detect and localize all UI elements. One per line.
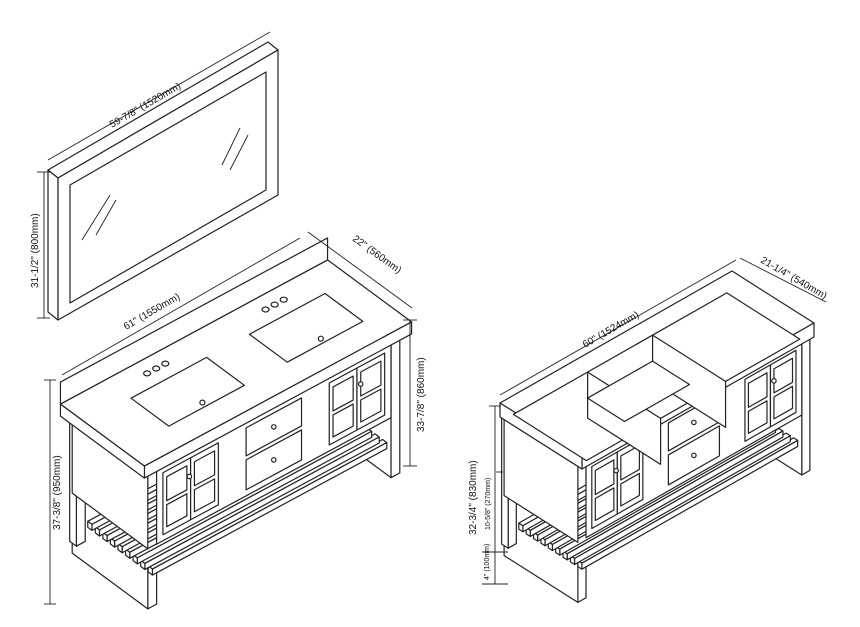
dimension-line	[61, 237, 301, 376]
dimension-line	[307, 231, 413, 309]
vanity-cabinet-drawer-knob-icon	[691, 452, 697, 459]
vanity-cabinet-door-panel	[620, 472, 640, 507]
dimension-line	[739, 257, 827, 303]
mirror-frame-side	[47, 169, 59, 321]
vanity-with-top-faucet-hole-icon	[279, 296, 288, 303]
overall-height-label: 37-3/8" (950mm)	[52, 455, 63, 530]
vanity-with-top-door-panel	[332, 403, 354, 438]
mirror-height-label: 31-1/2" (800mm)	[30, 213, 41, 288]
vanity-with-top-faucet-hole-icon	[270, 301, 279, 308]
vanity-with-top-shelf-slat-side	[117, 543, 123, 554]
vanity-with-top-faucet-hole-icon	[161, 360, 170, 367]
vanity-with-top-door-panel	[193, 450, 216, 487]
vanity-with-top-door-panel	[166, 493, 188, 528]
vanity-with-top-faucet-hole-icon	[152, 365, 161, 372]
mirror-reflection-line	[81, 194, 111, 241]
vanity-with-top-door-panel	[360, 388, 382, 423]
vanity-with-top-door-panel	[332, 375, 354, 412]
vanity-with-top-shelf-slat-side	[132, 554, 138, 565]
vanity-with-top-sink-basin	[130, 356, 245, 427]
vanity-cabinet-door-panel	[594, 459, 615, 496]
vanity-cabinet-shelf-slat-side	[518, 522, 524, 533]
vanity-with-top-door-panel	[193, 478, 216, 513]
vanity-with-top-countertop-side	[59, 403, 146, 479]
vanity-cabinet-door-panel	[747, 372, 768, 408]
shelf-height-label: 4" (100mm)	[484, 544, 491, 580]
vanity-with-top-shelf-slat-side	[102, 531, 108, 543]
vanity-height-label: 33-7/8" (860mm)	[416, 357, 427, 432]
cabinet-height-label: 32-3/4" (830mm)	[468, 460, 479, 535]
vanity-cabinet-door-panel	[747, 400, 768, 434]
mirror-reflection-line	[221, 127, 241, 166]
vanity-with-top-door-panel	[166, 465, 188, 502]
vanity-with-top-shelf-slat-side	[109, 537, 116, 548]
vanity-with-top-shelf-slat-side	[87, 520, 93, 532]
vanity-with-top-shelf-slat-side	[147, 565, 154, 576]
vanity-cabinet-inner-shelf	[587, 360, 691, 423]
vanity-with-top-shelf-slat-side	[140, 559, 146, 571]
vanity-cabinet-door-panel	[773, 357, 794, 394]
mirror-glass	[69, 71, 267, 304]
dimension-line	[499, 259, 737, 396]
vanity-with-top-faucet-hole-icon	[261, 306, 270, 313]
vanity-cabinet-front-right-leg-front	[801, 333, 811, 476]
vanity-cabinet-door-panel	[620, 444, 640, 481]
vanity-with-top-door-panel	[360, 360, 382, 397]
vanity-cabinet-door-panel	[773, 385, 794, 420]
vanity-with-top-door-knob-icon	[357, 381, 364, 387]
vanity-cabinet-door-panel	[594, 487, 615, 522]
vanity-with-top-sink-drain-icon	[317, 335, 324, 342]
mirror-reflection-line	[229, 134, 249, 171]
vanity-cabinet-drawer-knob-icon	[691, 419, 697, 426]
dimension-line	[47, 31, 271, 161]
vanity-cabinet-door-knob-icon	[771, 378, 777, 384]
vanity-with-top-drawer-knob-icon	[270, 424, 277, 430]
vanity-with-top-sink-basin	[248, 292, 364, 363]
mirror-reflection-line	[95, 199, 117, 236]
shelf-clearance-label: 10-5/8" (270mm)	[485, 478, 492, 530]
vanity-cabinet-door-knob-icon	[613, 467, 619, 474]
vanity-with-top-sink-drain-icon	[199, 399, 206, 406]
vanity-with-top-shelf-slat-side	[124, 548, 131, 559]
vanity-with-top-shelf-slat-side	[94, 526, 101, 537]
vanity-with-top-drawer-knob-icon	[270, 457, 277, 463]
vanity-with-top-front-right-leg-front	[390, 336, 401, 479]
vanity-with-top-faucet-hole-icon	[143, 370, 152, 377]
vanity-with-top-door-knob-icon	[186, 473, 193, 480]
top-depth-label: 22" (560mm)	[350, 234, 403, 277]
vanity-with-top-backsplash	[59, 237, 329, 405]
